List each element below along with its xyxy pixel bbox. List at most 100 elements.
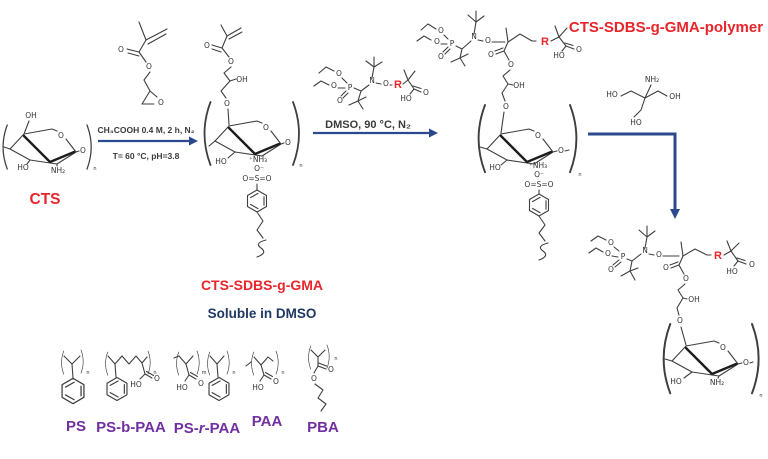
psrpaa-o: O [198, 379, 204, 388]
fin-cooh-o: O [749, 260, 755, 269]
fin-ester-o: O [683, 274, 689, 283]
rgt-n: N [369, 76, 375, 85]
product-label: CTS-SDBS-g-GMA-polymer [569, 19, 763, 36]
fin-cooh-ho: HO [726, 267, 738, 276]
mid-link-o: O [285, 138, 291, 147]
mid-sulfonyl: O=S=O [242, 174, 271, 183]
prod-link2-o: O [558, 146, 564, 155]
elbow-arrow [588, 132, 680, 219]
mid-repeat-sub: n [299, 163, 302, 169]
cts-ring-o: O [58, 131, 64, 140]
fin-ho: HO [670, 377, 682, 386]
mid-nh3: ⁺NH₃ [249, 155, 267, 164]
rgt-no-o: O [383, 79, 389, 88]
paa-label: PAA [252, 413, 283, 430]
prod-repeat-sub: n [578, 172, 581, 178]
soluble-label: Soluble in DMSO [208, 306, 317, 321]
graft-carbonyl-o: O [204, 41, 210, 50]
prod-sulfonyl: O=S=O [524, 180, 553, 189]
fin-p: P [621, 252, 626, 261]
mid-ho: HO [215, 157, 227, 166]
mid-ring-o: O [263, 123, 269, 132]
cts-ho-label: HO [17, 163, 29, 172]
polymer-pba: O O n [308, 344, 338, 412]
paa-o: O [273, 377, 279, 386]
tris-ho-left: HO [606, 90, 618, 99]
tris-structure: NH₂ HO OH HO [606, 75, 681, 127]
prod-n: N [471, 32, 477, 41]
pba-carbonyl-o: O [328, 365, 334, 374]
rgt-p-o: O [337, 96, 343, 105]
alkoxyamine-structure: O O P O N O R HO O [313, 56, 429, 110]
fin-carbonyl-o: O [663, 263, 669, 272]
cts-label: CTS [30, 191, 61, 208]
psrpaa-sub-m: m [202, 370, 207, 376]
rgt-oet1-o: O [336, 69, 342, 78]
rgt-cooh-ho: HO [400, 94, 412, 103]
polymer-paa: HO O n [245, 350, 285, 392]
arrow1-conditions-bottom: T= 60 °C, pH=3.8 [113, 151, 180, 161]
arrow-1: CH₃COOH 0.4 M, 2 h, N₂ T= 60 °C, pH=3.8 [98, 125, 198, 161]
prod-glyceryl-oh: OH [513, 81, 525, 90]
cts-structure: OH O O HO NH₂ n [2, 111, 97, 175]
ps-label: PS [66, 418, 86, 435]
prod-nh3: ⁺NH₃ [529, 161, 547, 170]
fin-p-o: O [608, 265, 614, 274]
fin-oet2-o: O [605, 249, 611, 258]
tris-nh2: NH₂ [645, 75, 659, 84]
prod-link-o: O [503, 102, 509, 111]
fin-n: N [642, 246, 648, 255]
fin-glyceryl-oh: OH [688, 295, 700, 304]
tris-oh-right: OH [669, 92, 681, 101]
mid-o-minus: O⁻ [254, 164, 264, 173]
cts-link-o: O [80, 146, 86, 155]
psbpaa-o: O [154, 374, 160, 383]
cts-nh2-label: NH₂ [51, 166, 65, 175]
polymer-intermediate-structure: O O P O N O R HO O O O OH O [416, 10, 582, 261]
paa-sub: n [281, 370, 284, 376]
prod-o-minus: O⁻ [534, 170, 544, 179]
arrow-2: DMSO, 90 °C, N₂ [313, 119, 438, 138]
prod-oet1-o: O [438, 26, 444, 35]
arrow1-conditions-top: CH₃COOH 0.4 M, 2 h, N₂ [98, 125, 195, 135]
fin-r-group: R [714, 250, 722, 262]
prod-r-group: R [541, 36, 549, 48]
prod-p-o: O [438, 52, 444, 61]
prod-oet2-o: O [434, 37, 440, 46]
prod-carbonyl-o: O [488, 50, 494, 59]
rgt-p: P [348, 83, 353, 92]
rgt-r-group: R [394, 79, 402, 91]
prod-ring-o: O [535, 131, 541, 140]
fin-repeat-sub: n [759, 393, 762, 399]
psbpaa-ho: HO [130, 380, 142, 389]
fin-no-o: O [656, 250, 662, 259]
final-product-structure: O O P O N O R HO O O O OH O [588, 225, 763, 399]
ps-b-paa-label: PS-b-PAA [96, 419, 166, 436]
prod-cooh-ho: HO [553, 51, 565, 60]
pba-sub: n [334, 356, 337, 362]
pba-ester-o: O [311, 374, 317, 383]
fin-link-o: O [677, 316, 683, 325]
intermediate-label: CTS-SDBS-g-GMA [201, 277, 323, 293]
rgt-oet2-o: O [331, 81, 337, 90]
psbpaa-sub: n [153, 370, 156, 376]
polymer-ps-b-paa: HO O n [105, 350, 160, 402]
arrow2-conditions: DMSO, 90 °C, N₂ [325, 119, 411, 131]
gma-carbonyl-o: O [118, 45, 124, 54]
cts-repeat-sub: n [93, 166, 96, 172]
graft-oh: OH [236, 75, 248, 84]
prod-cooh-o: O [576, 45, 582, 54]
psrpaa-ho: HO [176, 383, 188, 392]
prod-ester-o: O [508, 60, 514, 69]
prod-ho: HO [489, 163, 501, 172]
fin-ring-o: O [720, 343, 726, 352]
fin-link2-o: O [743, 358, 749, 367]
cts-oh-label: OH [25, 111, 37, 120]
polymer-ps: n [61, 349, 90, 405]
rgt-cooh-o: O [423, 88, 429, 97]
tris-ho-bottom: HO [630, 118, 642, 127]
gma-ester-o: O [146, 62, 152, 71]
paa-ho: HO [252, 383, 264, 392]
